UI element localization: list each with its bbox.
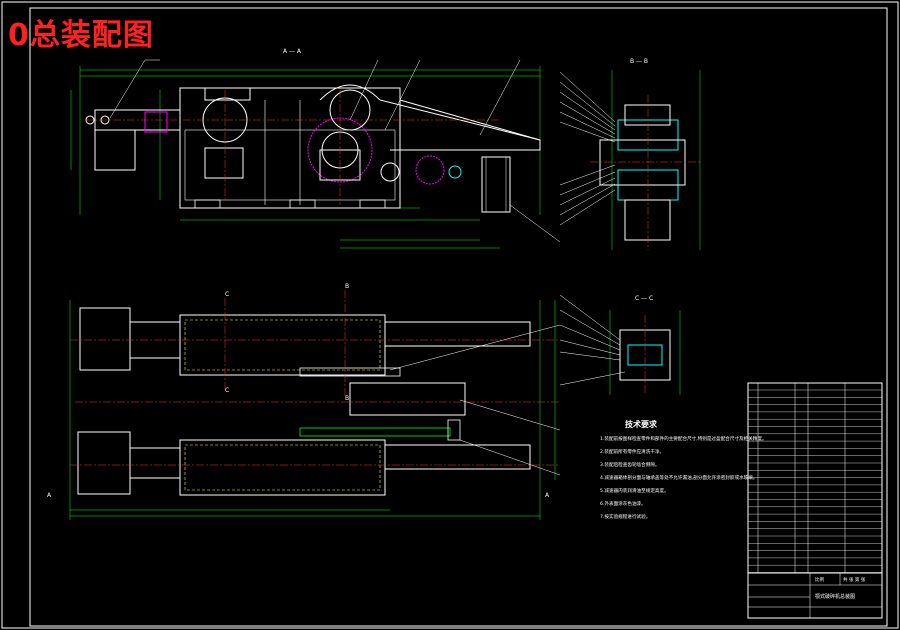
- tech-item: 1.装配前按图样检查零件和部件的主要配合尺寸,特别是过盈配合尺寸及相关精度。: [600, 435, 767, 442]
- tech-item: 2.装配前所有零件应清洗干净。: [600, 448, 664, 455]
- tech-item: 5.减速器内装润滑油至规定高度。: [600, 487, 669, 494]
- section-view-bb: B — B: [559, 58, 701, 250]
- section-mark-b1: B: [345, 283, 349, 290]
- plan-view: C B C B A A: [47, 283, 561, 520]
- section-mark-b2: B: [345, 395, 349, 402]
- drawing-name: 颚式破碎机总装图: [815, 593, 855, 600]
- section-mark-c1: C: [225, 291, 229, 298]
- section-view-cc: C — C: [559, 294, 681, 395]
- sheet-label: 共 张 第 张: [843, 576, 866, 583]
- section-label-bb: B — B: [630, 58, 648, 65]
- drawing-title: 0总装配图: [8, 18, 154, 53]
- section-mark-a2: A: [545, 492, 550, 499]
- tech-item: 6.外表面涂灰色油漆。: [600, 500, 646, 507]
- tech-item: 3.装配后检查齿轮啮合侧隙。: [600, 461, 660, 468]
- tech-item: 7.按实验规程进行试验。: [600, 513, 650, 520]
- tech-requirements: 技术要求 1.装配前按图样检查零件和部件的主要配合尺寸,特别是过盈配合尺寸及相关…: [600, 419, 767, 520]
- section-label-aa: A — A: [283, 48, 302, 55]
- parts-list: [747, 382, 883, 574]
- front-view-aa: A — A: [70, 48, 561, 249]
- tech-item: 4.减速器箱体剖分面与轴承盖等处不允许漏油,剖分面允许涂密封胶或水玻璃。: [600, 474, 757, 481]
- section-label-cc: C — C: [635, 295, 653, 302]
- section-mark-a1: A: [47, 492, 52, 499]
- motor: [481, 156, 511, 213]
- section-mark-c2: C: [225, 387, 229, 394]
- title-block: 颚式破碎机总装图 比例 共 张 第 张: [747, 572, 883, 619]
- tech-heading: 技术要求: [625, 419, 658, 429]
- scale-label: 比例: [815, 576, 824, 583]
- inner-frame: [29, 7, 888, 627]
